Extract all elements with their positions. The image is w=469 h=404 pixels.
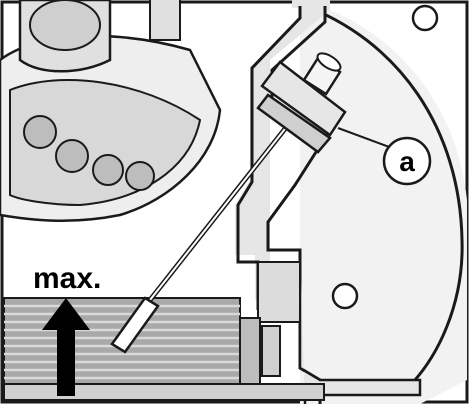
max-label: max. bbox=[33, 262, 101, 295]
dipstick bbox=[110, 52, 393, 354]
pulley-assembly bbox=[0, 0, 222, 223]
bolt-hole-bottom bbox=[331, 282, 359, 310]
gear-housing bbox=[299, 0, 467, 404]
max-indicator: max. bbox=[33, 262, 101, 396]
dipstick-tip bbox=[110, 296, 160, 354]
up-arrow-icon bbox=[42, 298, 90, 396]
callout-leader bbox=[337, 127, 393, 149]
callout-label: a bbox=[399, 146, 415, 177]
base-plate bbox=[3, 317, 325, 401]
drain-bolt bbox=[239, 317, 261, 385]
bolt-hole-top bbox=[411, 4, 439, 32]
dipstick-cap bbox=[256, 52, 347, 154]
callout-circle: a bbox=[382, 136, 432, 186]
